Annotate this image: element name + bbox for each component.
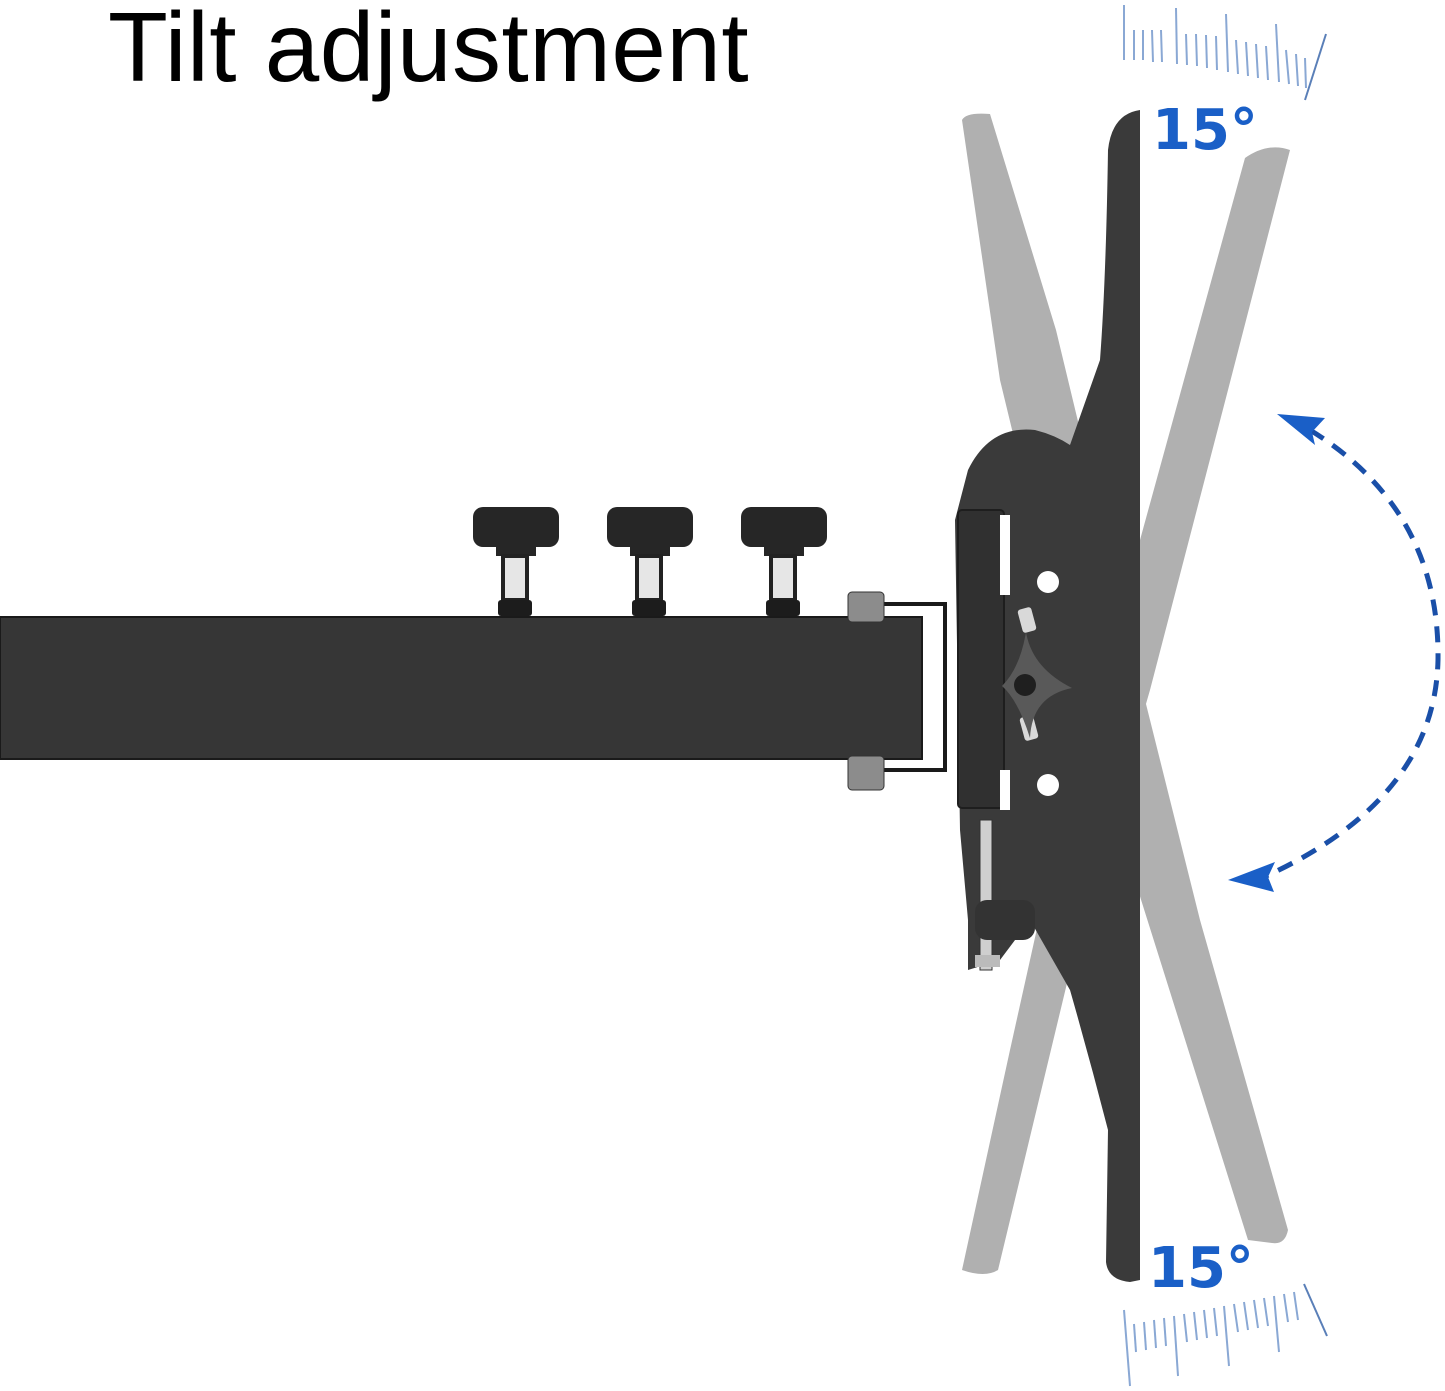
horizontal-arm <box>0 591 947 791</box>
top-angle-scale <box>1123 5 1327 101</box>
knob-2 <box>607 507 693 616</box>
adjustment-knobs <box>473 507 827 616</box>
tilt-angle-backward-label: 15° <box>1148 1236 1254 1301</box>
star-locking-knob <box>1002 632 1072 738</box>
clamp-bolt-top <box>847 591 885 623</box>
bottom-angle-scale <box>1123 1283 1328 1387</box>
tilt-bracket <box>957 509 1072 971</box>
bracket-hole-upper <box>1037 571 1059 593</box>
tilt-direction-arrow <box>1228 414 1441 892</box>
arrowhead-down-icon <box>1228 862 1275 892</box>
knob-1 <box>473 507 559 616</box>
arrowhead-up-icon <box>1277 414 1325 445</box>
tilt-angle-forward-label: 15° <box>1152 98 1258 163</box>
knob-3 <box>741 507 827 616</box>
clamp-bolt-bottom <box>847 755 885 791</box>
bracket-hole-lower <box>1037 774 1059 796</box>
diagram-title: Tilt adjustment <box>108 0 750 102</box>
